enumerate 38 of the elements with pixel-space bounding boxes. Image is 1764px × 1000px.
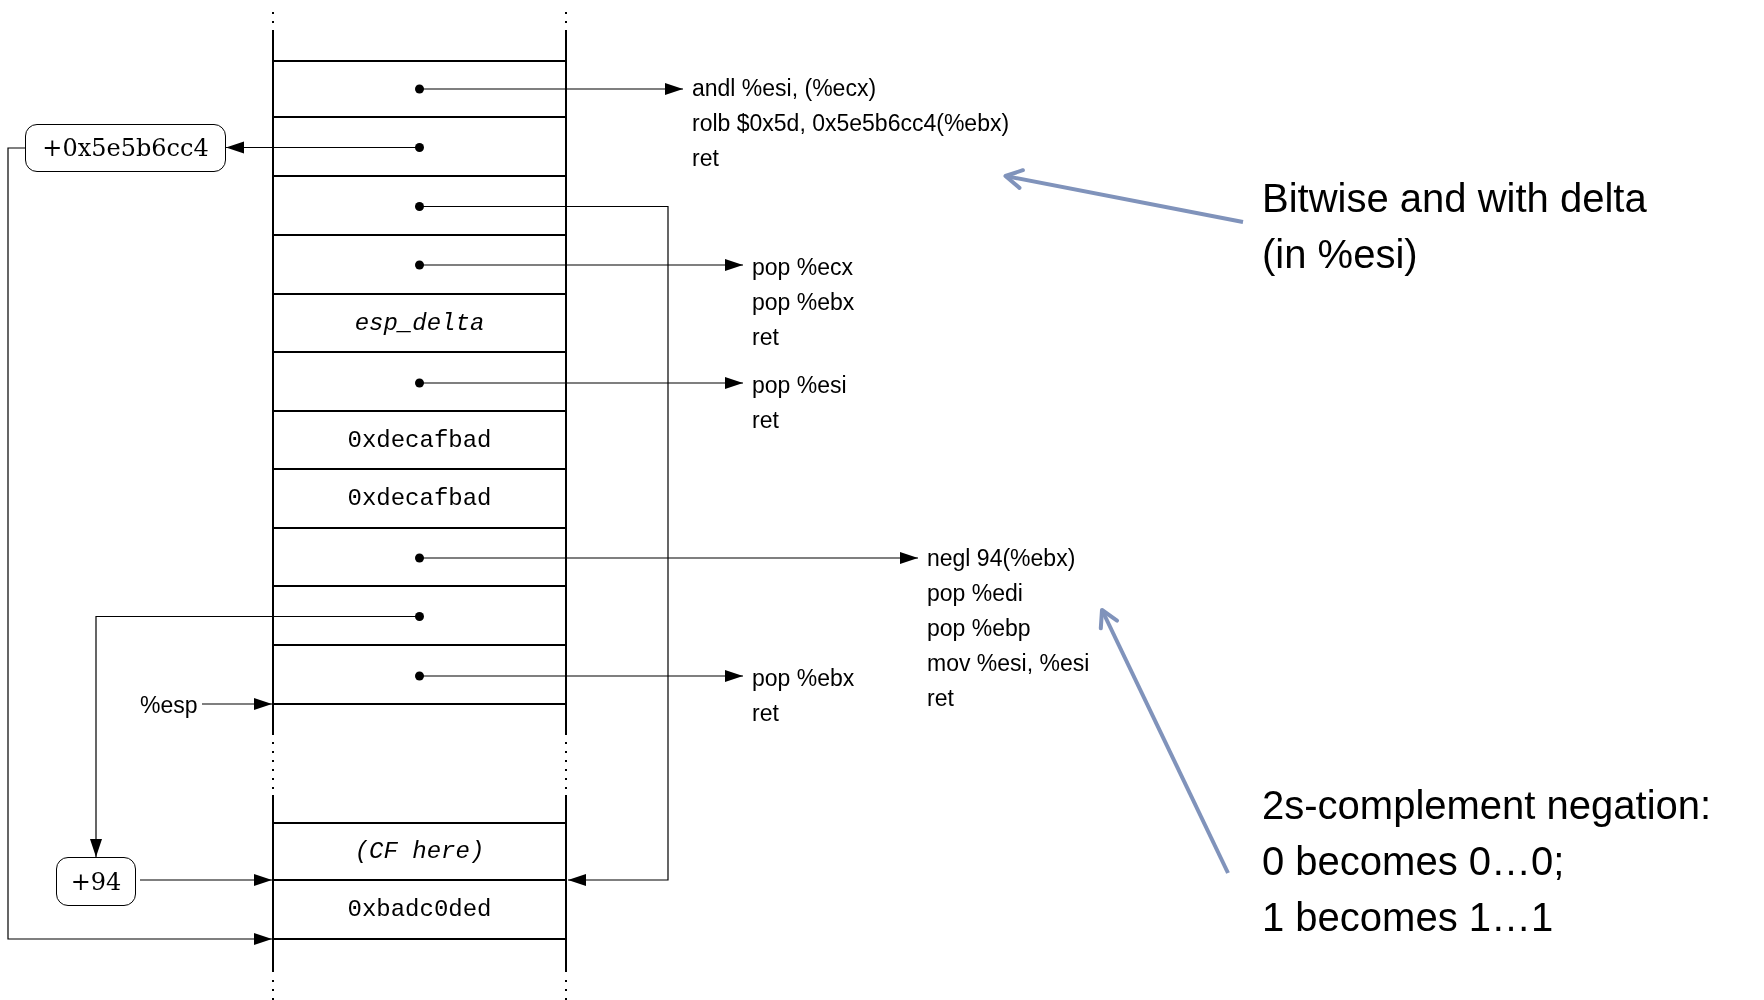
arrow [415, 83, 684, 95]
annotation-arrow [1003, 168, 1244, 224]
instruction-line: ret [692, 144, 719, 173]
stack-slot: (CF here) [272, 822, 567, 881]
arrow [415, 202, 669, 886]
annotation-line: 1 becomes 1…1 [1262, 894, 1554, 941]
annotation-arrow [1098, 608, 1230, 874]
instruction-line: pop %esi [752, 371, 847, 400]
annotation-line: 0 becomes 0…0; [1262, 838, 1565, 885]
stack-slot [272, 60, 567, 118]
arrow [415, 259, 744, 271]
instruction-line: pop %ecx [752, 253, 853, 282]
instruction-line: pop %ebx [752, 288, 855, 317]
arrow [90, 612, 424, 858]
annotation-line: 2s-complement negation: [1262, 782, 1712, 829]
annotation-line: (in %esi) [1262, 231, 1418, 278]
instruction-line: pop %ebp [927, 614, 1031, 643]
offset-box: +0x5e5b6cc4 [25, 124, 226, 172]
register-label: %esp [140, 688, 198, 722]
arrow [7, 147, 273, 945]
instruction-line: ret [752, 699, 779, 728]
arrow [415, 670, 744, 682]
annotation-line: Bitwise and with delta [1262, 175, 1647, 222]
instruction-line: andl %esi, (%ecx) [692, 74, 877, 103]
arrow [415, 377, 744, 389]
arrow [415, 552, 919, 564]
instruction-line: pop %ebx [752, 664, 855, 693]
instruction-line: ret [752, 323, 779, 352]
instruction-line: ret [927, 684, 954, 713]
instruction-line: pop %edi [927, 579, 1023, 608]
instruction-line: rolb $0x5d, 0x5e5b6cc4(%ebx) [692, 109, 1010, 138]
arrow [139, 874, 273, 886]
arrow [201, 698, 273, 710]
instruction-line: mov %esi, %esi [927, 649, 1090, 678]
instruction-line: ret [752, 406, 779, 435]
instruction-line: negl 94(%ebx) [927, 544, 1076, 573]
offset-box: +94 [56, 857, 136, 906]
arrow [225, 141, 424, 154]
